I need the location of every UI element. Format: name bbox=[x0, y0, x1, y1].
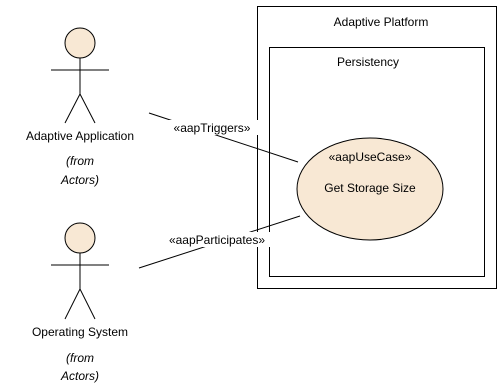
actor-source-line2: Actors) bbox=[60, 173, 99, 187]
actor-name: Adaptive Application bbox=[26, 129, 134, 143]
actor-name: Operating System bbox=[32, 325, 128, 339]
adaptive-platform-title: Adaptive Platform bbox=[334, 15, 429, 29]
participates-label-bg bbox=[156, 232, 280, 247]
actor-adaptive-application[interactable]: Adaptive Application (from Actors) bbox=[26, 27, 134, 187]
association-triggers-label: «aapTriggers» bbox=[174, 121, 251, 135]
actor-operating-system[interactable]: Operating System (from Actors) bbox=[32, 222, 128, 383]
actor-source-line1: (from bbox=[66, 154, 94, 168]
use-case-get-storage-size[interactable]: «aapUseCase» Get Storage Size bbox=[296, 137, 444, 241]
stick-figure-icon bbox=[51, 27, 109, 124]
persistency-title: Persistency bbox=[337, 55, 399, 69]
stick-figure-icon bbox=[51, 222, 109, 320]
association-participates-label: «aapParticipates» bbox=[169, 233, 265, 247]
actor-source-line2: Actors) bbox=[60, 369, 99, 383]
use-case-name: Get Storage Size bbox=[324, 181, 416, 195]
use-case-stereotype: «aapUseCase» bbox=[329, 150, 412, 164]
actor-source-line1: (from bbox=[66, 351, 94, 365]
triggers-label-bg bbox=[164, 120, 260, 135]
